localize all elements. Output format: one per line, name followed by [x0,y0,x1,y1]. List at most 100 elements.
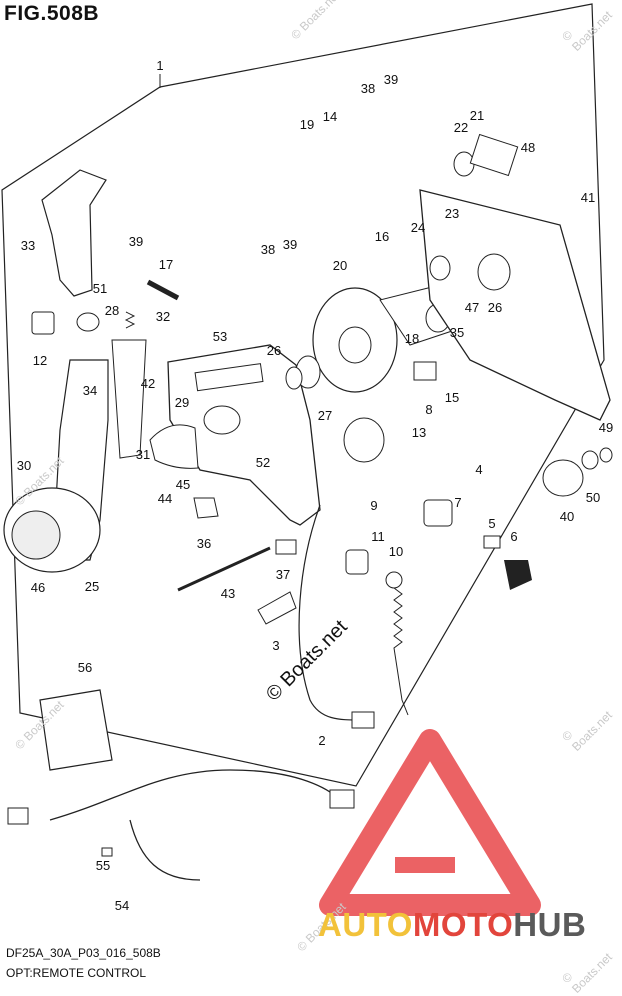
lever-hub-inner [11,510,61,560]
connector-55 [101,847,113,857]
side-cover-panel [419,189,611,421]
part-number-label: 47 [465,300,479,315]
part-number-label: 38 [361,81,375,96]
part-number-label: 55 [96,858,110,873]
washer-51 [76,312,100,332]
part-number-label: 13 [412,425,426,440]
part-number-label: 44 [158,491,172,506]
cam-gear-hub [338,326,372,364]
key-5 [483,535,501,549]
gear-24 [429,255,451,281]
part-number-label: 16 [375,229,389,244]
part-number-label: 21 [470,108,484,123]
part-number-label: 3 [272,638,279,653]
part-number-label: 33 [21,238,35,253]
assembly-frame [1,3,605,787]
part-number-label: 7 [454,495,461,510]
clip-10 [385,571,403,589]
part-number-label: 30 [17,458,31,473]
brand-moto-text: MOTO [412,906,514,943]
spring-32 [124,311,136,329]
harness-end-left [7,807,29,825]
part-number-label: 40 [560,509,574,524]
part-number-label: 19 [300,117,314,132]
part-number-label: 11 [371,529,385,544]
connector-2 [351,711,375,729]
part-number-label: 17 [159,257,173,272]
part-number-label: 26 [267,343,281,358]
pin-17 [146,279,180,301]
housing-window [194,363,264,392]
part-number-label: 4 [475,462,482,477]
lanyard-cord [393,587,409,716]
part-number-label: 37 [276,567,290,582]
part-number-label: 39 [129,234,143,249]
part-number-label: 35 [450,325,464,340]
key-switch-7 [423,499,453,527]
part-number-label: 26 [488,300,502,315]
part-number-label: 53 [213,329,227,344]
harness-plug [329,789,355,809]
housing-bore [203,405,241,435]
figure-title: FIG.508B [4,2,100,25]
brand-wordmark: AUTOMOTOHUB [318,906,586,944]
lever-bracket-28 [111,339,147,459]
part-number-label: 20 [333,258,347,273]
part-number-label: 29 [175,395,189,410]
part-number-label: 18 [405,331,419,346]
switch-12 [31,311,55,335]
part-number-label: 1 [156,58,163,73]
part-number-label: 14 [323,109,337,124]
part-number-label: 38 [261,242,275,257]
part-number-label: 43 [221,586,235,601]
brand-auto-text: AUTO [318,906,413,943]
part-number-label: 36 [197,536,211,551]
automotohub-logo [319,729,541,916]
bracket-36 [193,497,219,519]
wire-harness-2 [298,504,361,721]
part-number-label: 41 [581,190,595,205]
part-number-label: 42 [141,376,155,391]
part-number-label: 45 [176,477,190,492]
part-number-label: 24 [411,220,425,235]
part-number-label: 39 [283,237,297,252]
part-number-label: 27 [318,408,332,423]
part-number-label: 10 [389,544,403,559]
part-number-label: 54 [115,898,129,913]
part-number-label: 34 [83,383,97,398]
washer-26-right [477,253,511,291]
knob-40 [542,459,584,497]
brand-hub-text: HUB [513,906,587,943]
parts-bag-56 [39,689,113,771]
part-number-label: 48 [521,140,535,155]
part-number-label: 6 [510,529,517,544]
part-number-label: 46 [31,580,45,595]
footer-caption: OPT:REMOTE CONTROL [6,966,147,980]
washer-26-left [285,366,303,390]
clip-37 [275,539,297,555]
detent-plate-29 [149,424,199,469]
key-cap-6 [504,560,532,590]
plate-3 [257,591,297,625]
part-number-label: 9 [370,498,377,513]
part-number-label: 31 [136,447,150,462]
part-number-label: 56 [78,660,92,675]
part-number-label: 28 [105,303,119,318]
part-number-label: 49 [599,420,613,435]
part-number-label: 39 [384,72,398,87]
washer-50 [581,450,599,470]
part-number-label: 5 [488,516,495,531]
screw-43 [177,546,271,592]
part-number-label: 2 [318,733,325,748]
handle-grip-33 [41,169,107,297]
washer-22 [453,151,475,177]
part-number-label: 50 [586,490,600,505]
part-number-label: 12 [33,353,47,368]
part-number-label: 22 [454,120,468,135]
part-number-label: 15 [445,390,459,405]
stop-switch-11 [345,549,369,575]
buzzer-13 [343,417,385,463]
bracket-21 [469,133,519,177]
